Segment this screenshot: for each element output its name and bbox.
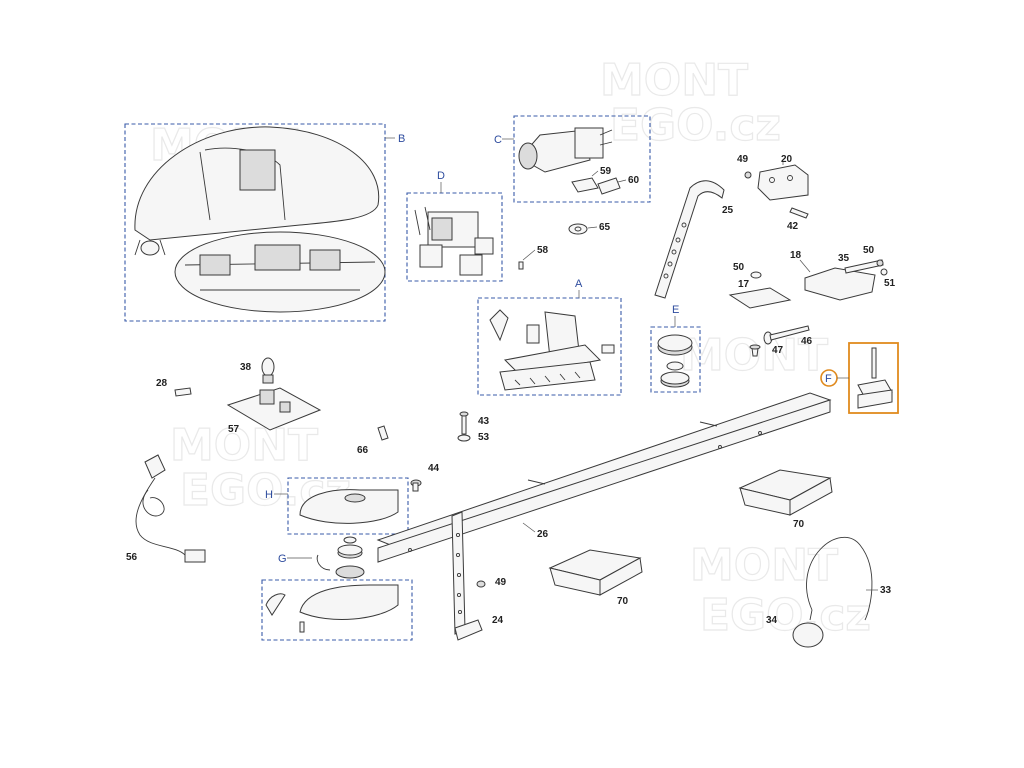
part-49-label-bottom: 49: [495, 577, 507, 588]
watermark-text: MONT: [170, 420, 318, 471]
watermark-text: EGO.cz: [610, 100, 781, 151]
trolley-slider: [857, 347, 893, 409]
part-56-label: 56: [126, 552, 138, 563]
part-56-power-cord: [135, 454, 206, 563]
part-58-label: 58: [537, 245, 549, 256]
transformer: [414, 206, 494, 276]
group-h-lower-box: [261, 579, 413, 641]
part-70-channel-left: [548, 549, 643, 596]
part-58-pin: [518, 261, 524, 270]
part-60-plate: [597, 177, 621, 195]
part-57-board: [226, 387, 322, 431]
part-28-label: 28: [156, 378, 168, 389]
part-44-screw: [410, 479, 422, 492]
part-51-washer: [880, 268, 888, 276]
part-25-label: 25: [722, 205, 734, 216]
part-44-label: 44: [428, 463, 440, 474]
group-b-box: [124, 123, 386, 322]
part-50-nut: [876, 259, 884, 267]
part-46-pin: [763, 325, 810, 345]
group-g-label: G: [278, 553, 287, 565]
part-66-label: 66: [357, 445, 369, 456]
part-65-washer: [568, 223, 588, 235]
part-70-label-left: 70: [617, 596, 629, 607]
group-d-box: [406, 192, 503, 282]
lamp-socket: [134, 239, 166, 256]
group-b-label: B: [398, 133, 405, 145]
part-51-label: 51: [884, 278, 896, 289]
part-50-washer: [750, 271, 762, 279]
gear-bracket-assembly: [489, 309, 615, 391]
group-a-box: [477, 297, 622, 396]
part-53-label: 53: [478, 432, 490, 443]
part-59-bracket: [571, 177, 599, 193]
watermark-text: MONT: [600, 55, 748, 106]
group-d-label: D: [437, 170, 445, 182]
part-34-knob: [792, 622, 824, 648]
part-50-label-left: 50: [733, 262, 745, 273]
part-17-plate: [728, 287, 792, 309]
part-57-label: 57: [228, 424, 240, 435]
part-20-bracket: [757, 164, 809, 201]
part-34-label: 34: [766, 615, 778, 626]
part-46-label: 46: [801, 336, 813, 347]
part-42-label: 42: [787, 221, 799, 232]
part-49-label-top: 49: [737, 154, 749, 165]
part-35-label: 35: [838, 253, 850, 264]
watermark-text: MONT: [690, 540, 838, 591]
part-43-label: 43: [478, 416, 490, 427]
chain-guide-lower: [265, 584, 399, 633]
part-70-channel-right: [738, 469, 833, 516]
part-25-arm: [654, 180, 725, 299]
group-e-box: [650, 326, 701, 393]
part-33-label: 33: [880, 585, 892, 596]
housing-cover: [134, 126, 380, 241]
part-60-label: 60: [628, 175, 640, 186]
group-c-box: [513, 115, 651, 203]
chain-guide-upper: [299, 489, 399, 524]
part-17-label: 17: [738, 279, 750, 290]
idler-gear: [316, 536, 365, 579]
part-33-cord: [806, 536, 873, 621]
part-43-screw: [459, 411, 469, 435]
part-65-label: 65: [599, 222, 611, 233]
part-24-label: 24: [492, 615, 504, 626]
group-c-label: C: [494, 134, 502, 146]
part-70-label-right: 70: [793, 519, 805, 530]
group-a-label: A: [575, 278, 583, 290]
part-26-label: 26: [537, 529, 549, 540]
part-38-bulb: [261, 357, 275, 384]
watermark-text: EGO.cz: [700, 590, 871, 641]
group-h-box: [287, 477, 409, 535]
part-47-screw: [749, 344, 761, 357]
part-49-screw-bottom: [476, 580, 486, 588]
group-h-label: H: [265, 489, 273, 501]
group-e-label: E: [672, 304, 679, 316]
part-59-label: 59: [600, 166, 612, 177]
part-20-label: 20: [781, 154, 793, 165]
part-18-label: 18: [790, 250, 802, 261]
part-18-bracket: [804, 267, 876, 301]
part-47-label: 47: [772, 345, 784, 356]
group-f-label: F: [825, 373, 832, 385]
part-24-bracket: [451, 511, 483, 641]
part-28-fuse: [174, 387, 192, 397]
sprocket: [657, 334, 693, 388]
part-66-screw: [377, 425, 389, 441]
part-35-bolt: [844, 259, 884, 274]
part-50-label-right: 50: [863, 245, 875, 256]
part-26-rail: [376, 392, 832, 563]
part-49-screw-top: [744, 171, 752, 179]
part-38-label: 38: [240, 362, 252, 373]
part-42-bolt: [789, 207, 809, 219]
motor: [518, 127, 613, 173]
part-53-washer: [457, 434, 471, 442]
housing-base: [174, 231, 386, 313]
